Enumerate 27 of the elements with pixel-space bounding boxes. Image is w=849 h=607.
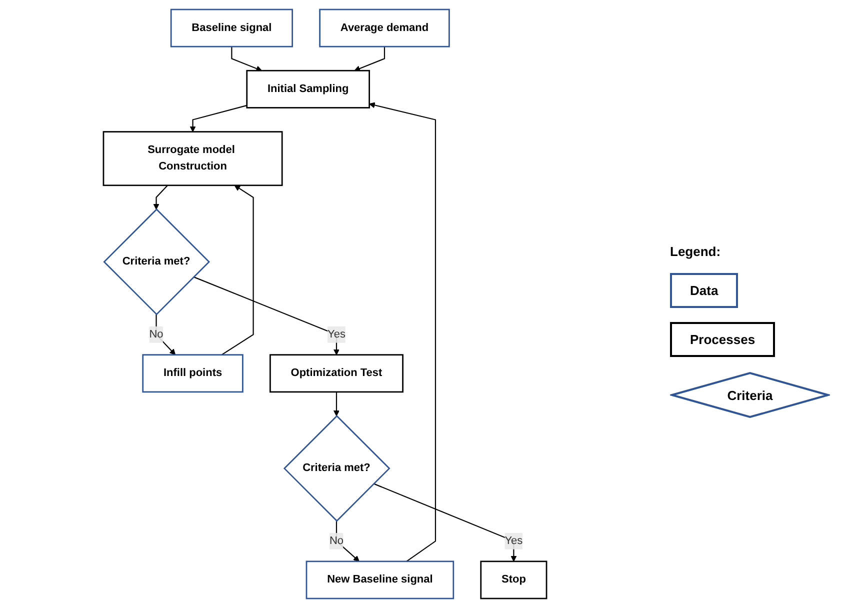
node-box: New Baseline signal bbox=[306, 560, 454, 599]
node-box: Optimization Test bbox=[270, 354, 404, 392]
node-diamond: Criteria met? bbox=[103, 208, 210, 315]
edge-label: No bbox=[149, 328, 164, 340]
node-box: Average demand bbox=[319, 8, 450, 47]
node-box: Stop bbox=[480, 560, 548, 599]
arrow bbox=[354, 46, 386, 71]
arrow bbox=[221, 184, 254, 355]
node-box: Baseline signal bbox=[170, 8, 294, 47]
node-box: Initial Sampling bbox=[246, 69, 370, 108]
edge-label: Yes bbox=[328, 328, 346, 340]
legend-key: Data bbox=[670, 273, 738, 308]
node-box: Infill points bbox=[142, 354, 244, 392]
edge-label: Yes bbox=[504, 534, 523, 546]
arrow bbox=[190, 104, 248, 132]
legend-text: Criteria bbox=[727, 388, 773, 402]
legend-key: Processes bbox=[670, 322, 776, 357]
arrow bbox=[231, 46, 262, 71]
node-box: Surrogate model Construction bbox=[102, 130, 283, 186]
arrow bbox=[193, 276, 340, 355]
arrow bbox=[373, 482, 517, 562]
arrow bbox=[369, 102, 436, 562]
arrow bbox=[333, 391, 340, 416]
edge-label: No bbox=[329, 534, 344, 546]
legend-heading: Legend: bbox=[670, 244, 722, 259]
node-diamond: Criteria met? bbox=[283, 414, 390, 522]
arrow bbox=[153, 184, 168, 210]
